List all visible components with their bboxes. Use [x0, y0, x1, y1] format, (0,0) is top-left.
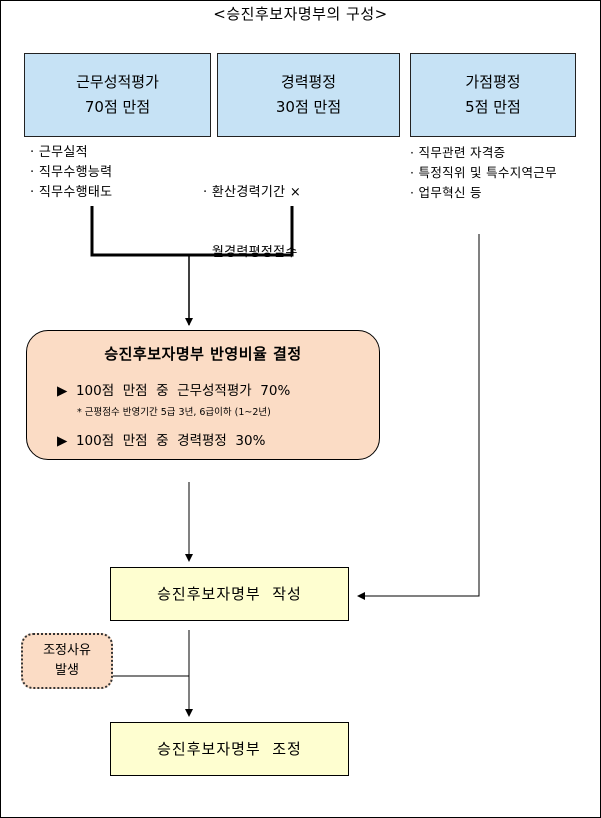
- list-item: · 직무관련 자격증: [410, 145, 506, 160]
- box-career-score: 30점 만점: [275, 98, 342, 116]
- list-adjust-box: 승진후보자명부 조정: [110, 722, 349, 776]
- list-item: · 특정직위 및 특수지역근무: [410, 165, 557, 180]
- box-work-performance: 근무성적평가 70점 만점: [24, 53, 211, 137]
- box-work-performance-score: 70점 만점: [84, 98, 151, 116]
- bonus-items: · 직무관련 자격증 · 특정직위 및 특수지역근무 · 업무혁신 등: [410, 143, 557, 203]
- box-career-title: 경력평정: [280, 73, 337, 91]
- bonus-connector: [357, 234, 480, 600]
- ratio-work-performance: ▶ 100점 만점 중 근무성적평가 70%: [57, 383, 291, 399]
- diagram-title: <승진후보자명부의 구성>: [213, 5, 388, 23]
- merge-bracket: [90, 206, 294, 257]
- adjust-reason-line2: 발생: [55, 663, 79, 678]
- list-item: · 환산경력기간 ×: [203, 185, 302, 200]
- list-write-box: 승진후보자명부 작성: [110, 567, 349, 621]
- ratio-career: ▶ 100점 만점 중 경력평정 30%: [57, 433, 266, 449]
- ratio-decision-box: 승진후보자명부 반영비율 결정 ▶ 100점 만점 중 근무성적평가 70% *…: [26, 330, 380, 460]
- box-bonus: 가점평정 5점 만점: [410, 53, 576, 137]
- box-work-performance-title: 근무성적평가: [76, 73, 159, 91]
- work-performance-items: · 근무실적 · 직무수행능력 · 직무수행태도: [30, 143, 112, 203]
- list-item: · 직무수행태도: [30, 185, 113, 200]
- list-item: · 직무수행능력: [30, 165, 113, 180]
- adjust-reason-box: 조정사유 발생: [21, 633, 113, 689]
- ratio-decision-title: 승진후보자명부 반영비율 결정: [104, 345, 302, 363]
- adjust-reason-line1: 조정사유: [43, 643, 91, 658]
- box-bonus-score: 5점 만점: [465, 98, 521, 116]
- ratio-note: * 근평점수 반영기간 5급 3년, 6급이하 (1~2년): [77, 407, 271, 418]
- box-bonus-title: 가점평정: [465, 73, 521, 91]
- list-item: · 근무실적: [30, 145, 88, 160]
- list-item: · 업무혁신 등: [410, 185, 482, 200]
- box-career: 경력평정 30점 만점: [217, 53, 400, 137]
